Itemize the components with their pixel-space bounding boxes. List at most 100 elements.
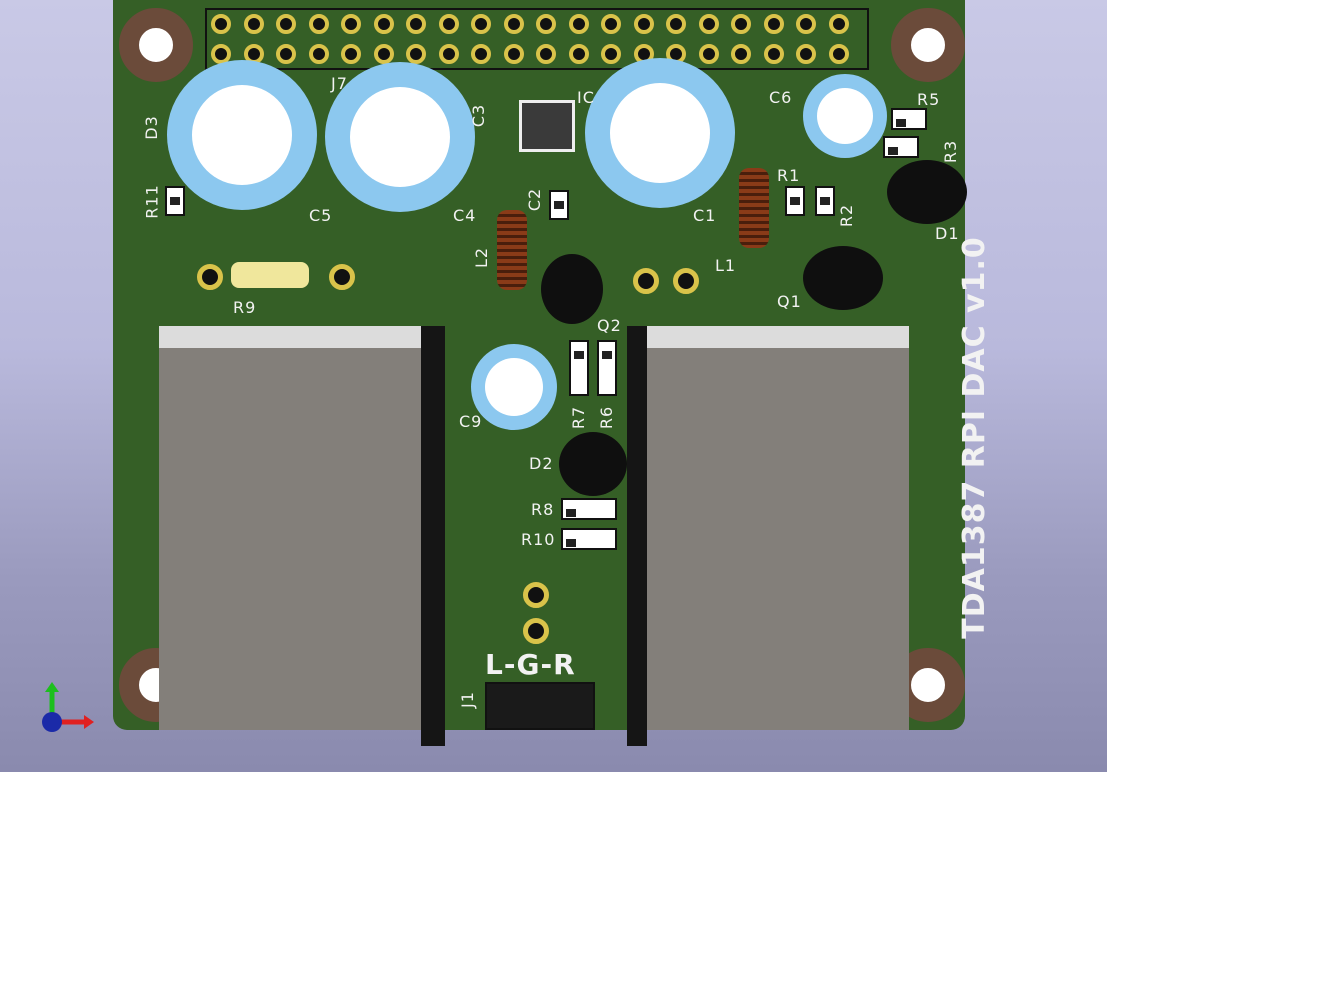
gpio-pin <box>308 14 329 34</box>
label-r8: R8 <box>531 500 555 519</box>
gpio-pin <box>601 14 621 34</box>
label-r10: R10 <box>521 530 556 549</box>
gpio-pin <box>731 14 751 34</box>
mounting-hole-top-left <box>119 8 193 82</box>
diode-d1 <box>887 160 967 224</box>
gpio-pin <box>243 14 264 34</box>
gpio-pin <box>796 14 816 34</box>
board-title: TDA1387 RPI DAC v1.0 <box>956 236 992 639</box>
capacitor-c9 <box>471 344 557 430</box>
label-c9: C9 <box>459 412 483 431</box>
resistor-r8 <box>561 498 617 520</box>
pad <box>523 582 549 608</box>
label-r11: R11 <box>142 184 162 219</box>
label-r1: R1 <box>777 166 801 185</box>
transistor-q1 <box>803 246 883 310</box>
gpio-pin <box>406 14 426 34</box>
gpio-pin <box>828 44 849 64</box>
pcb-board[interactable]: J7 D3 C5 C3 C4 C1 C6 C9 IC R11 C2 R1 R2 … <box>113 0 992 746</box>
label-ic: IC <box>577 88 595 107</box>
gpio-header-j7 <box>205 8 869 70</box>
resistor-r6 <box>597 340 617 396</box>
capacitor-c2 <box>549 190 569 220</box>
gpio-pin <box>633 14 654 34</box>
3d-viewport[interactable]: J7 D3 C5 C3 C4 C1 C6 C9 IC R11 C2 R1 R2 … <box>0 0 1107 772</box>
gpio-pin <box>276 14 296 34</box>
capacitor-c6 <box>803 74 887 158</box>
gpio-pin <box>341 44 361 64</box>
heatsink-left-fin <box>421 326 445 746</box>
pad <box>633 268 659 294</box>
gpio-pin <box>796 44 816 64</box>
y-axis-arrow-head <box>45 682 59 692</box>
heatsink-right-fin <box>627 326 647 746</box>
gpio-pin <box>471 44 491 64</box>
gpio-pin <box>438 14 459 34</box>
diode-d2 <box>559 432 627 496</box>
resistor-r7 <box>569 340 589 396</box>
gpio-pin <box>828 14 849 34</box>
gpio-pin <box>276 44 296 64</box>
label-c3: C3 <box>469 103 489 128</box>
mounting-hole-top-right <box>891 8 965 82</box>
label-c4: C4 <box>453 206 477 225</box>
resistor-r10 <box>561 528 617 550</box>
gpio-pin <box>373 44 394 64</box>
label-c5: C5 <box>309 206 333 225</box>
axis-gizmo <box>42 682 94 732</box>
label-c2: C2 <box>525 187 545 212</box>
gpio-pin <box>503 44 524 64</box>
label-q2: Q2 <box>597 316 622 335</box>
gpio-pin <box>373 14 394 34</box>
gpio-pin <box>536 14 556 34</box>
gpio-pin <box>698 44 719 64</box>
capacitor-c5 <box>167 60 317 210</box>
inductor-l1 <box>739 168 769 248</box>
label-r2: R2 <box>837 203 857 228</box>
resistor-r1 <box>785 186 805 216</box>
x-axis-arrow-head <box>84 715 94 729</box>
gpio-pin <box>308 44 329 64</box>
heatsink-left <box>159 348 421 730</box>
label-c6: C6 <box>769 88 793 107</box>
gpio-pin <box>568 44 589 64</box>
output-connector-j1 <box>485 682 595 730</box>
gpio-pin <box>536 44 556 64</box>
gpio-pin <box>211 14 231 34</box>
z-axis-dot-blue <box>42 712 62 732</box>
transistor-q2 <box>541 254 603 324</box>
gpio-pin <box>471 14 491 34</box>
capacitor-c4 <box>325 62 475 212</box>
label-q1: Q1 <box>777 292 802 311</box>
label-r3: R3 <box>941 139 961 164</box>
inductor-l2 <box>497 210 527 290</box>
label-d1: D1 <box>935 224 960 243</box>
resistor-r2 <box>815 186 835 216</box>
label-d3: D3 <box>141 115 161 140</box>
resistor-r11 <box>165 186 185 216</box>
heatsink-right-top <box>647 326 909 348</box>
gpio-pin <box>438 44 459 64</box>
label-r7: R7 <box>569 405 589 430</box>
heatsink-right <box>647 348 909 730</box>
pad <box>523 618 549 644</box>
label-r9: R9 <box>233 298 257 317</box>
gpio-pin <box>568 14 589 34</box>
capacitor-c1 <box>585 58 735 208</box>
label-r5: R5 <box>917 90 941 109</box>
label-j1: J1 <box>457 691 477 708</box>
pad <box>197 264 223 290</box>
label-l2: L2 <box>472 246 492 269</box>
gpio-pin <box>763 44 784 64</box>
ic-chip <box>519 100 575 152</box>
pad <box>673 268 699 294</box>
resistor-r3 <box>883 136 919 158</box>
gpio-pin <box>666 14 686 34</box>
resistor-r5 <box>891 108 927 130</box>
pad <box>329 264 355 290</box>
heatsink-left-top <box>159 326 421 348</box>
gpio-pin <box>601 44 621 64</box>
output-label: L-G-R <box>485 648 576 681</box>
gpio-pin <box>763 14 784 34</box>
label-l1: L1 <box>715 256 737 275</box>
